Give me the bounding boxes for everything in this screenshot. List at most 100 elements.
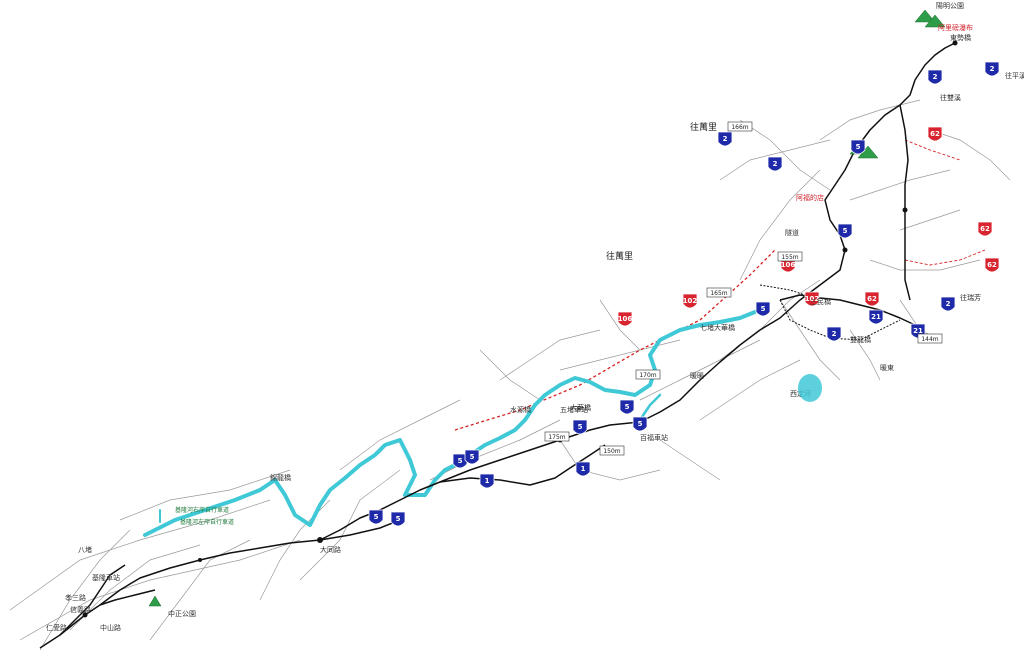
svg-text:175m: 175m (548, 434, 565, 441)
svg-text:21: 21 (913, 327, 923, 335)
direction-label: 往平溪 (1005, 71, 1024, 80)
secondary-route (759, 284, 901, 341)
yangming-park-label: 陽明公園 (936, 1, 964, 10)
station-label: 大同路 (320, 545, 341, 554)
svg-text:5: 5 (578, 423, 583, 431)
shield-blue-icon: 5 (390, 511, 406, 527)
road-label: 孝三路 (65, 593, 86, 602)
svg-text:102: 102 (805, 295, 820, 303)
red-shields: 62 62 62 102 106 106 102 62 (617, 126, 1000, 327)
svg-text:62: 62 (980, 225, 990, 233)
svg-text:5: 5 (396, 515, 401, 523)
shield-blue-icon: 2 (927, 69, 943, 85)
station-label: 百福車站 (640, 433, 668, 442)
shield-red-icon: 106 (617, 311, 633, 327)
shield-blue-icon: 21 (868, 309, 884, 325)
svg-text:5: 5 (625, 403, 630, 411)
shield-blue-icon: 2 (826, 326, 842, 342)
svg-text:2: 2 (773, 160, 778, 168)
shield-red-icon: 62 (864, 291, 880, 307)
shield-blue-icon: 2 (717, 131, 733, 147)
svg-text:2: 2 (990, 65, 995, 73)
shield-blue-icon: 5 (632, 416, 648, 432)
station-label: 五堵車站 (560, 405, 588, 414)
svg-text:62: 62 (867, 295, 877, 303)
svg-text:1: 1 (581, 465, 586, 473)
shield-blue-icon: 2 (767, 156, 783, 172)
station-label: 基隆車站 (92, 573, 120, 582)
bridge-label: 水源橋 (510, 405, 531, 414)
svg-text:102: 102 (683, 297, 698, 305)
svg-text:5: 5 (638, 420, 643, 428)
shield-blue-icon: 5 (755, 301, 771, 317)
dashed-trail (454, 249, 776, 431)
svg-text:5: 5 (843, 227, 848, 235)
elevation-box: 170m (635, 369, 661, 380)
shield-blue-icon: 5 (619, 399, 635, 415)
elevation-box: 144m (917, 333, 943, 344)
svg-text:5: 5 (470, 453, 475, 461)
svg-text:155m: 155m (781, 254, 798, 261)
shield-blue-icon: 1 (479, 473, 495, 489)
shield-blue-icon: 2 (984, 61, 1000, 77)
svg-text:1: 1 (485, 477, 490, 485)
direction-label: 往雙溪 (940, 93, 961, 102)
shield-blue-icon: 5 (368, 509, 384, 525)
area-label: 八堵 (78, 545, 92, 554)
svg-text:165m: 165m (710, 290, 727, 297)
shield-red-icon: 102 (682, 293, 698, 309)
svg-text:5: 5 (856, 143, 861, 151)
svg-text:170m: 170m (639, 372, 656, 379)
shield-blue-icon: 5 (452, 453, 468, 469)
elevation-box: 165m (706, 287, 732, 298)
red-label: 阿福的店 (796, 193, 824, 202)
svg-text:21: 21 (871, 313, 881, 321)
station-label: 七堵大華橋 (700, 323, 735, 332)
shield-red-icon: 62 (977, 221, 993, 237)
red-label: 阿里磅瀑布 (938, 23, 973, 32)
blue-shields: 2 2 2 2 5 5 5 5 5 5 5 5 1 1 5 5 21 21 2 … (368, 61, 1000, 527)
svg-text:106: 106 (781, 261, 796, 269)
to-wanli-label: 往萬里 (606, 250, 633, 262)
shield-red-icon: 62 (927, 126, 943, 142)
svg-text:62: 62 (930, 130, 940, 138)
road-network (9, 99, 1011, 651)
cycle-route-label: 基隆河右岸自行車道 (175, 506, 229, 514)
dashed-trail-east (904, 249, 986, 266)
shield-blue-icon: 5 (464, 449, 480, 465)
svg-text:2: 2 (933, 73, 938, 81)
dashed-trail-north (904, 139, 961, 161)
shield-blue-icon: 5 (572, 419, 588, 435)
bridge-label: 東勢橋 (950, 33, 971, 42)
svg-text:5: 5 (374, 513, 379, 521)
bridge-label: 大華橋 (570, 403, 591, 412)
elevation-box: 166m (727, 121, 753, 132)
road-label: 仁愛路 (46, 623, 67, 632)
direction-label: 往瑞芳 (960, 293, 981, 302)
shield-blue-icon: 2 (940, 296, 956, 312)
svg-text:5: 5 (458, 457, 463, 465)
svg-text:150m: 150m (603, 448, 620, 455)
shield-red-icon: 102 (804, 291, 820, 307)
to-wanli-label: 往萬里 (690, 121, 717, 133)
elevation-box: 150m (599, 445, 625, 456)
bridge-label: 三民橋 (810, 297, 831, 306)
shield-blue-icon: 5 (850, 139, 866, 155)
road-label: 中山路 (100, 623, 121, 632)
road-label: 信義路 (70, 605, 91, 614)
svg-text:166m: 166m (731, 124, 748, 131)
elevation-box: 175m (544, 431, 570, 442)
svg-text:5: 5 (761, 305, 766, 313)
svg-text:2: 2 (832, 330, 837, 338)
shield-red-icon: 106 (780, 257, 796, 273)
elevation-box: 155m (777, 251, 803, 262)
tunnel-label: 隧道 (785, 228, 799, 237)
bridge-label: 錦龍橋 (270, 473, 291, 482)
svg-text:2: 2 (946, 300, 951, 308)
area-label: 暖暖 (690, 372, 704, 380)
svg-text:106: 106 (618, 315, 633, 323)
svg-text:62: 62 (987, 261, 997, 269)
lake (798, 374, 822, 402)
